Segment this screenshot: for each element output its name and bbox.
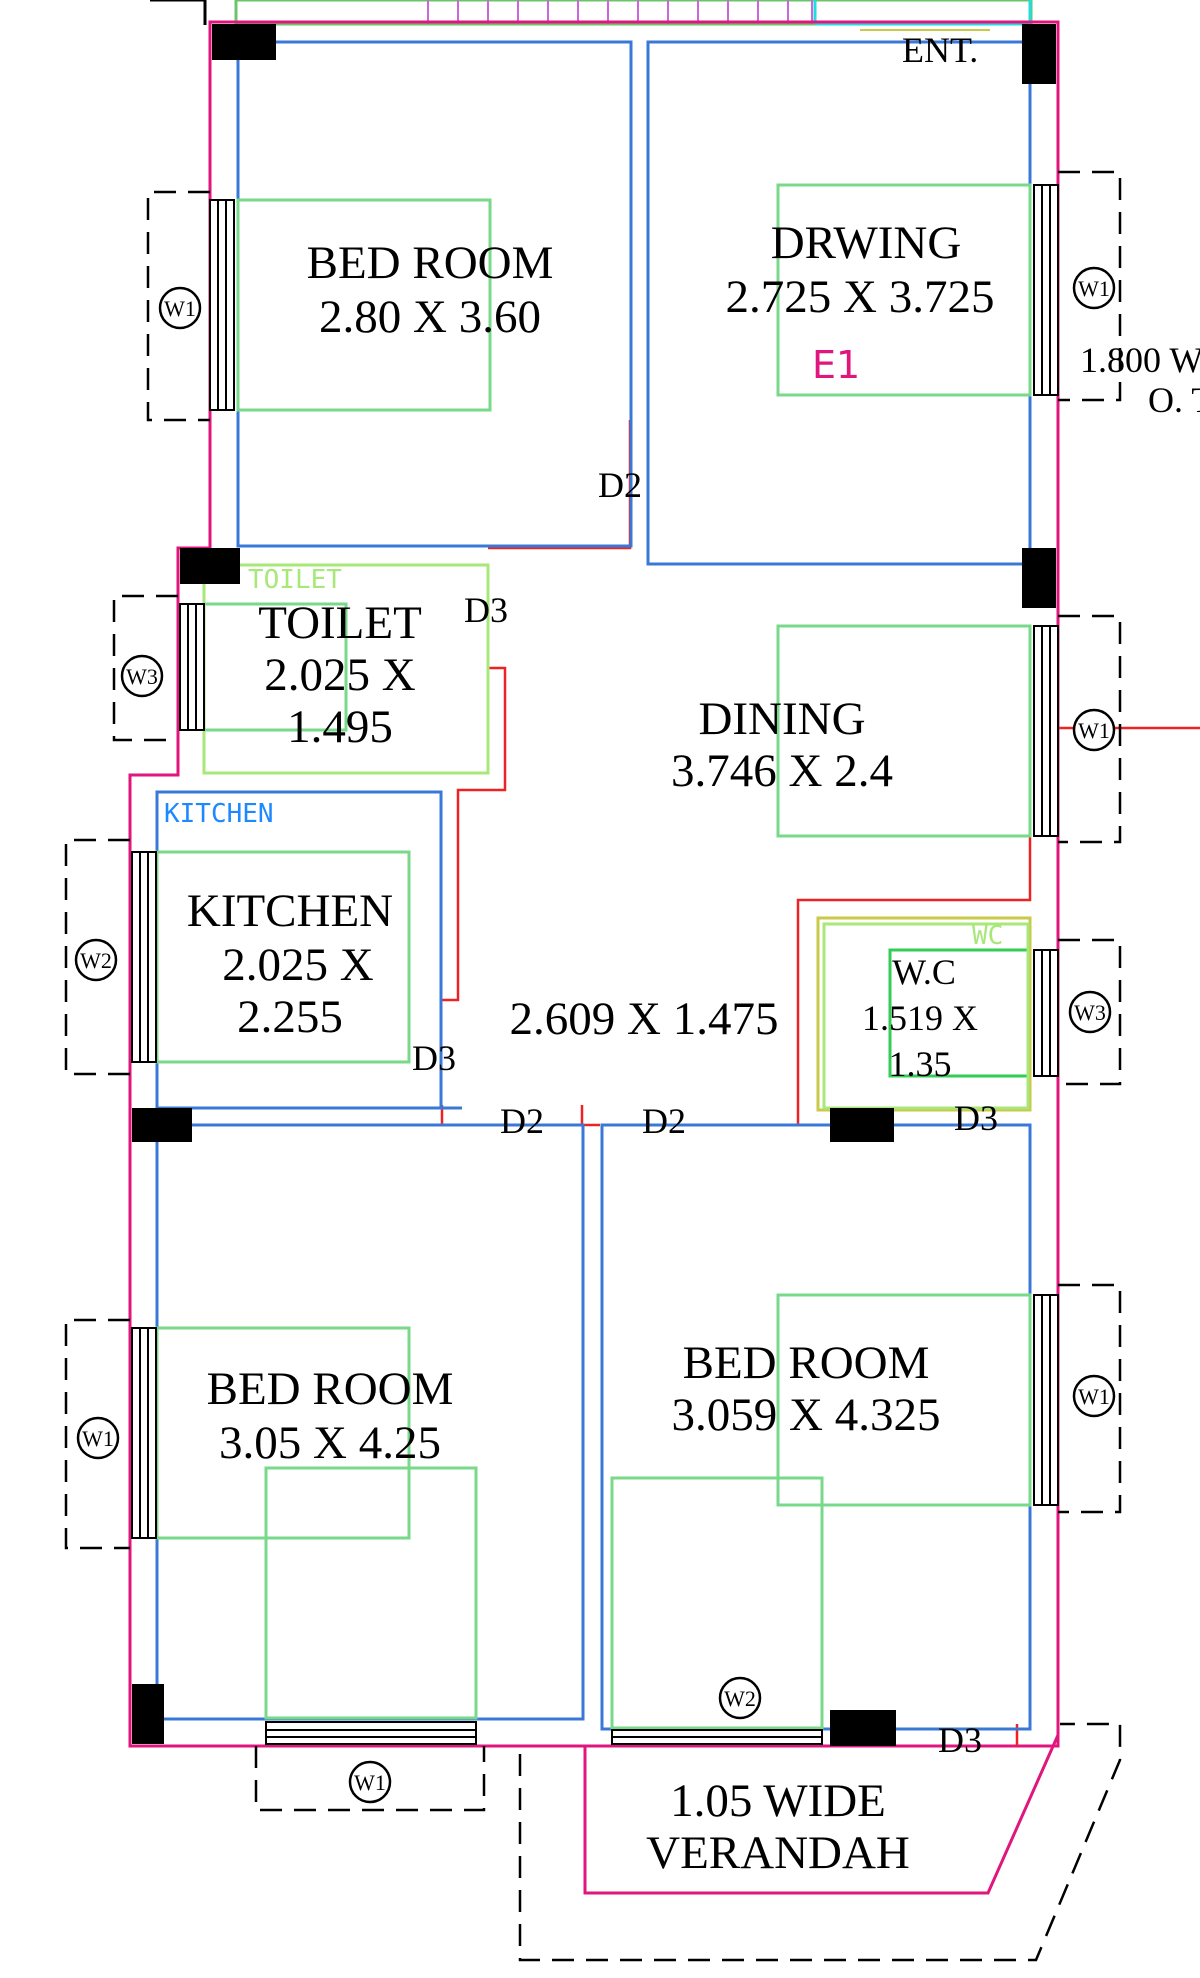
w1-drawing-label: W1 [1078, 276, 1110, 301]
drawing-name: DRWING [771, 217, 962, 269]
wc-size-1: 1.519 X [862, 998, 978, 1038]
bedroom-left-size: 3.05 X 4.25 [219, 1417, 441, 1469]
w1-dining-label: W1 [1078, 718, 1110, 743]
toilet-size-2: 1.495 [287, 701, 393, 753]
w1-bed-left-bottom-label: W1 [354, 1770, 386, 1795]
side-note-line2: O. T [1148, 380, 1200, 420]
wc-name: W.C [892, 952, 956, 992]
entrance-label: ENT. [902, 30, 978, 70]
w2-kitchen-label: W2 [80, 948, 112, 973]
wc-size-2: 1.35 [889, 1044, 952, 1084]
top-strip [150, 0, 1033, 31]
passage-size: 2.609 X 1.475 [510, 993, 779, 1045]
verandah-line2: VERANDAH [646, 1827, 910, 1879]
toilet-size-1: 2.025 X [264, 649, 416, 701]
door-d2-top: D2 [598, 465, 642, 505]
door-d3-toilet: D3 [464, 590, 508, 630]
verandah-line1: 1.05 WIDE [670, 1775, 886, 1827]
w1-bed-right-label: W1 [1078, 1384, 1110, 1409]
window-projections [64, 170, 1122, 1962]
w3-toilet-label: W3 [126, 664, 158, 689]
kitchen-tag: KITCHEN [164, 799, 274, 829]
bedroom-left-name: BED ROOM [207, 1363, 454, 1415]
kitchen-size-2: 2.255 [237, 991, 343, 1043]
drawing-marker: E1 [812, 343, 860, 387]
door-d3-wc: D3 [954, 1098, 998, 1138]
wc-tag: WC [972, 921, 1003, 951]
kitchen-name: KITCHEN [187, 885, 393, 937]
toilet-name: TOILET [258, 597, 422, 649]
dining-size: 3.746 X 2.4 [671, 745, 893, 797]
dining-name: DINING [698, 693, 865, 745]
verandah-outline [583, 1734, 1060, 1895]
furniture [155, 183, 1032, 1730]
w1-bed-top-label: W1 [164, 296, 196, 321]
door-d2-left: D2 [500, 1101, 544, 1141]
bedroom-top-size: 2.80 X 3.60 [319, 291, 541, 343]
w3-wc-label: W3 [1074, 1000, 1106, 1025]
w2-bed-right-label: W2 [724, 1686, 756, 1711]
bedroom-top-name: BED ROOM [307, 237, 554, 289]
columns [132, 24, 1056, 1746]
w1-bed-left-label: W1 [82, 1426, 114, 1451]
drawing-size: 2.725 X 3.725 [726, 271, 995, 323]
toilet-tag: TOILET [248, 565, 342, 595]
bedroom-right-size: 3.059 X 4.325 [672, 1389, 941, 1441]
door-d3-kitchen: D3 [412, 1038, 456, 1078]
kitchen-size-1: 2.025 X [222, 939, 374, 991]
window-symbols: W1 W1 W3 W1 W2 W3 W1 W1 W2 W1 [74, 266, 1116, 1804]
window-frames [131, 184, 1059, 1745]
bedroom-right-name: BED ROOM [683, 1337, 930, 1389]
door-d3-verandah: D3 [938, 1720, 982, 1760]
door-d2-mid: D2 [642, 1101, 686, 1141]
side-note-line1: 1.800 W [1080, 340, 1200, 380]
